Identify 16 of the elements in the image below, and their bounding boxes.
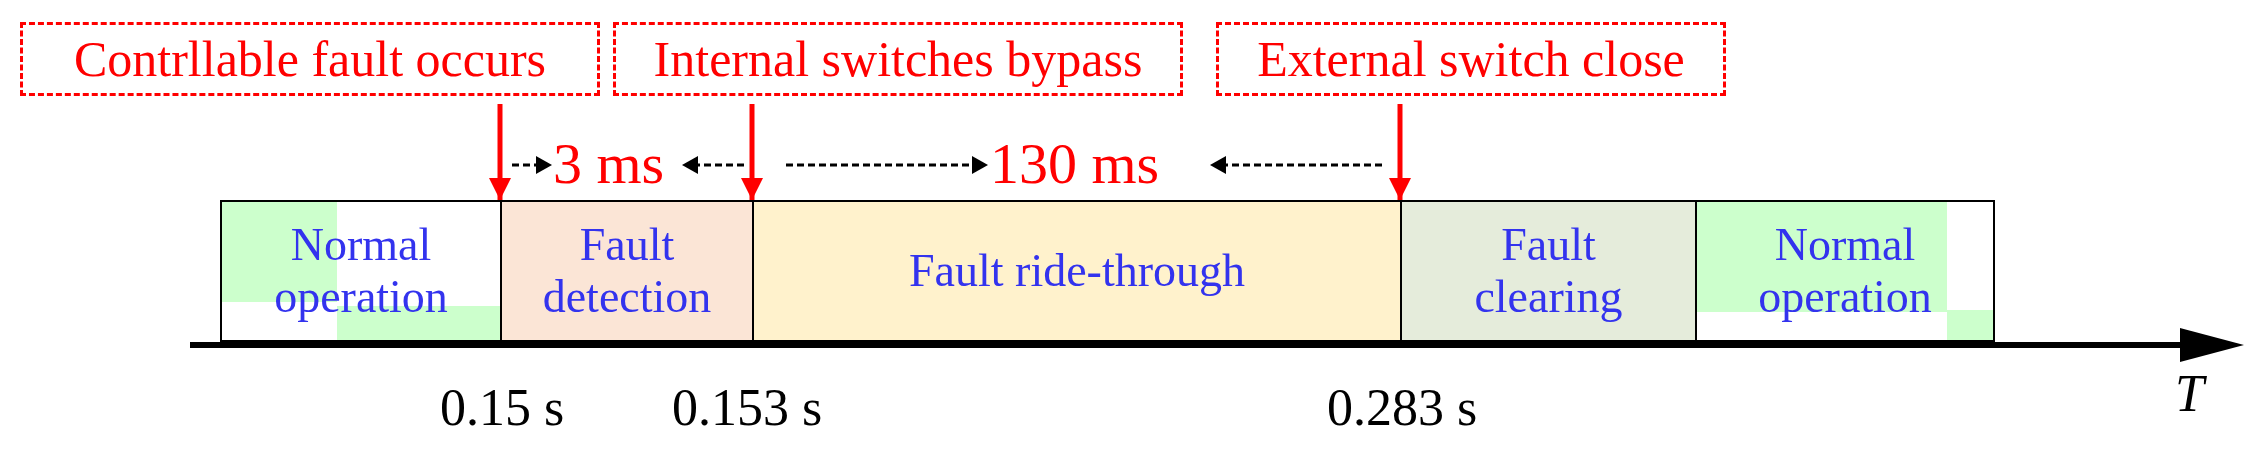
- callout-box: Internal switches bypass: [613, 22, 1183, 96]
- phase-block: Fault ride-through: [752, 200, 1402, 342]
- phase-block: Normal operation: [220, 200, 502, 342]
- arrow: [488, 104, 512, 200]
- callout-box: Contrllable fault occurs: [20, 22, 600, 96]
- time-label: 0.283 s: [1327, 382, 1478, 434]
- arrow: [1388, 104, 1412, 200]
- phase-block: Fault detection: [500, 200, 754, 342]
- callout-box: External switch close: [1216, 22, 1726, 96]
- time-label: 0.15 s: [440, 382, 565, 434]
- duration-label: 130 ms: [990, 135, 1160, 193]
- duration-label: 3 ms: [553, 135, 665, 193]
- time-label: 0.153 s: [672, 382, 823, 434]
- arrow: [740, 104, 764, 200]
- phase-block: Fault clearing: [1400, 200, 1697, 342]
- phase-block: Normal operation: [1695, 200, 1995, 342]
